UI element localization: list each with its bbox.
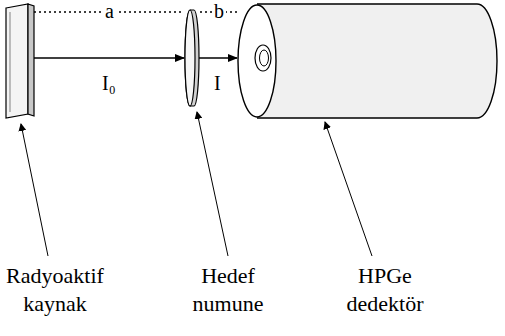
beam-arrow: [34, 57, 184, 58]
part-label: HPGe dedektör: [329, 262, 441, 318]
distance-label: a: [103, 0, 116, 22]
intensity-label: I: [212, 72, 223, 94]
part-label: Radyoaktif kaynak: [0, 262, 115, 318]
target-sample: Hedef numune: [184, 9, 200, 107]
part-label: Hedef numune: [178, 262, 278, 318]
intensity-label: I₀: [100, 72, 118, 94]
target-sample-outline: [184, 9, 200, 107]
leader-line: [21, 124, 48, 256]
distance-label: b: [212, 0, 226, 22]
leader-line: [325, 122, 372, 256]
radioactive-source: Radyoaktif kaynak: [6, 4, 34, 118]
leader-line: [197, 112, 228, 256]
hpge-detector: HPGe dedektör: [237, 4, 499, 118]
beam-arrow: [198, 57, 237, 58]
hpge-detector-outline: [237, 4, 499, 118]
radioactive-source-outline: [6, 4, 34, 118]
